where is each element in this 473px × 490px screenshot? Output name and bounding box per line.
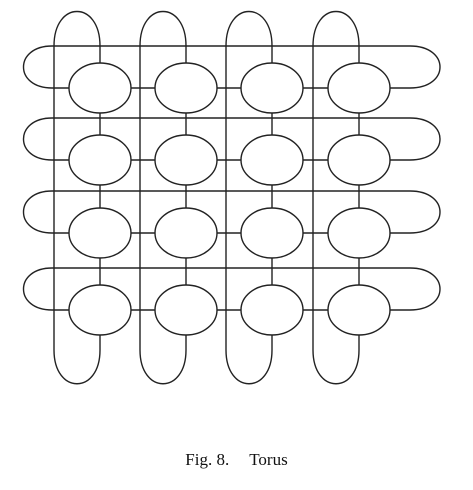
row-1-wraparound-link bbox=[23, 45, 441, 89]
node-r3-c3 bbox=[240, 207, 304, 259]
node-r1-c4 bbox=[327, 62, 391, 114]
node-r2-c1 bbox=[68, 134, 132, 186]
column-2-wraparound-link bbox=[139, 10, 187, 385]
figure-caption: Fig. 8. Torus bbox=[0, 450, 473, 470]
row-2-wraparound-link bbox=[23, 117, 441, 161]
row-3-wraparound-link bbox=[23, 190, 441, 234]
node-r4-c4 bbox=[327, 284, 391, 336]
node-r2-c2 bbox=[154, 134, 218, 186]
figure-title: Torus bbox=[249, 450, 288, 469]
node-r3-c2 bbox=[154, 207, 218, 259]
torus-diagram bbox=[23, 10, 441, 385]
node-r4-c1 bbox=[68, 284, 132, 336]
node-r1-c2 bbox=[154, 62, 218, 114]
column-1-wraparound-link bbox=[53, 10, 101, 385]
node-r3-c4 bbox=[327, 207, 391, 259]
node-r2-c4 bbox=[327, 134, 391, 186]
column-3-wraparound-link bbox=[225, 10, 273, 385]
row-4-wraparound-link bbox=[23, 267, 441, 311]
torus-network-graphic bbox=[23, 10, 441, 385]
node-r2-c3 bbox=[240, 134, 304, 186]
node-r3-c1 bbox=[68, 207, 132, 259]
node-r4-c2 bbox=[154, 284, 218, 336]
node-r1-c3 bbox=[240, 62, 304, 114]
node-r1-c1 bbox=[68, 62, 132, 114]
column-4-wraparound-link bbox=[312, 10, 360, 385]
node-r4-c3 bbox=[240, 284, 304, 336]
figure-number: Fig. 8. bbox=[185, 450, 230, 469]
